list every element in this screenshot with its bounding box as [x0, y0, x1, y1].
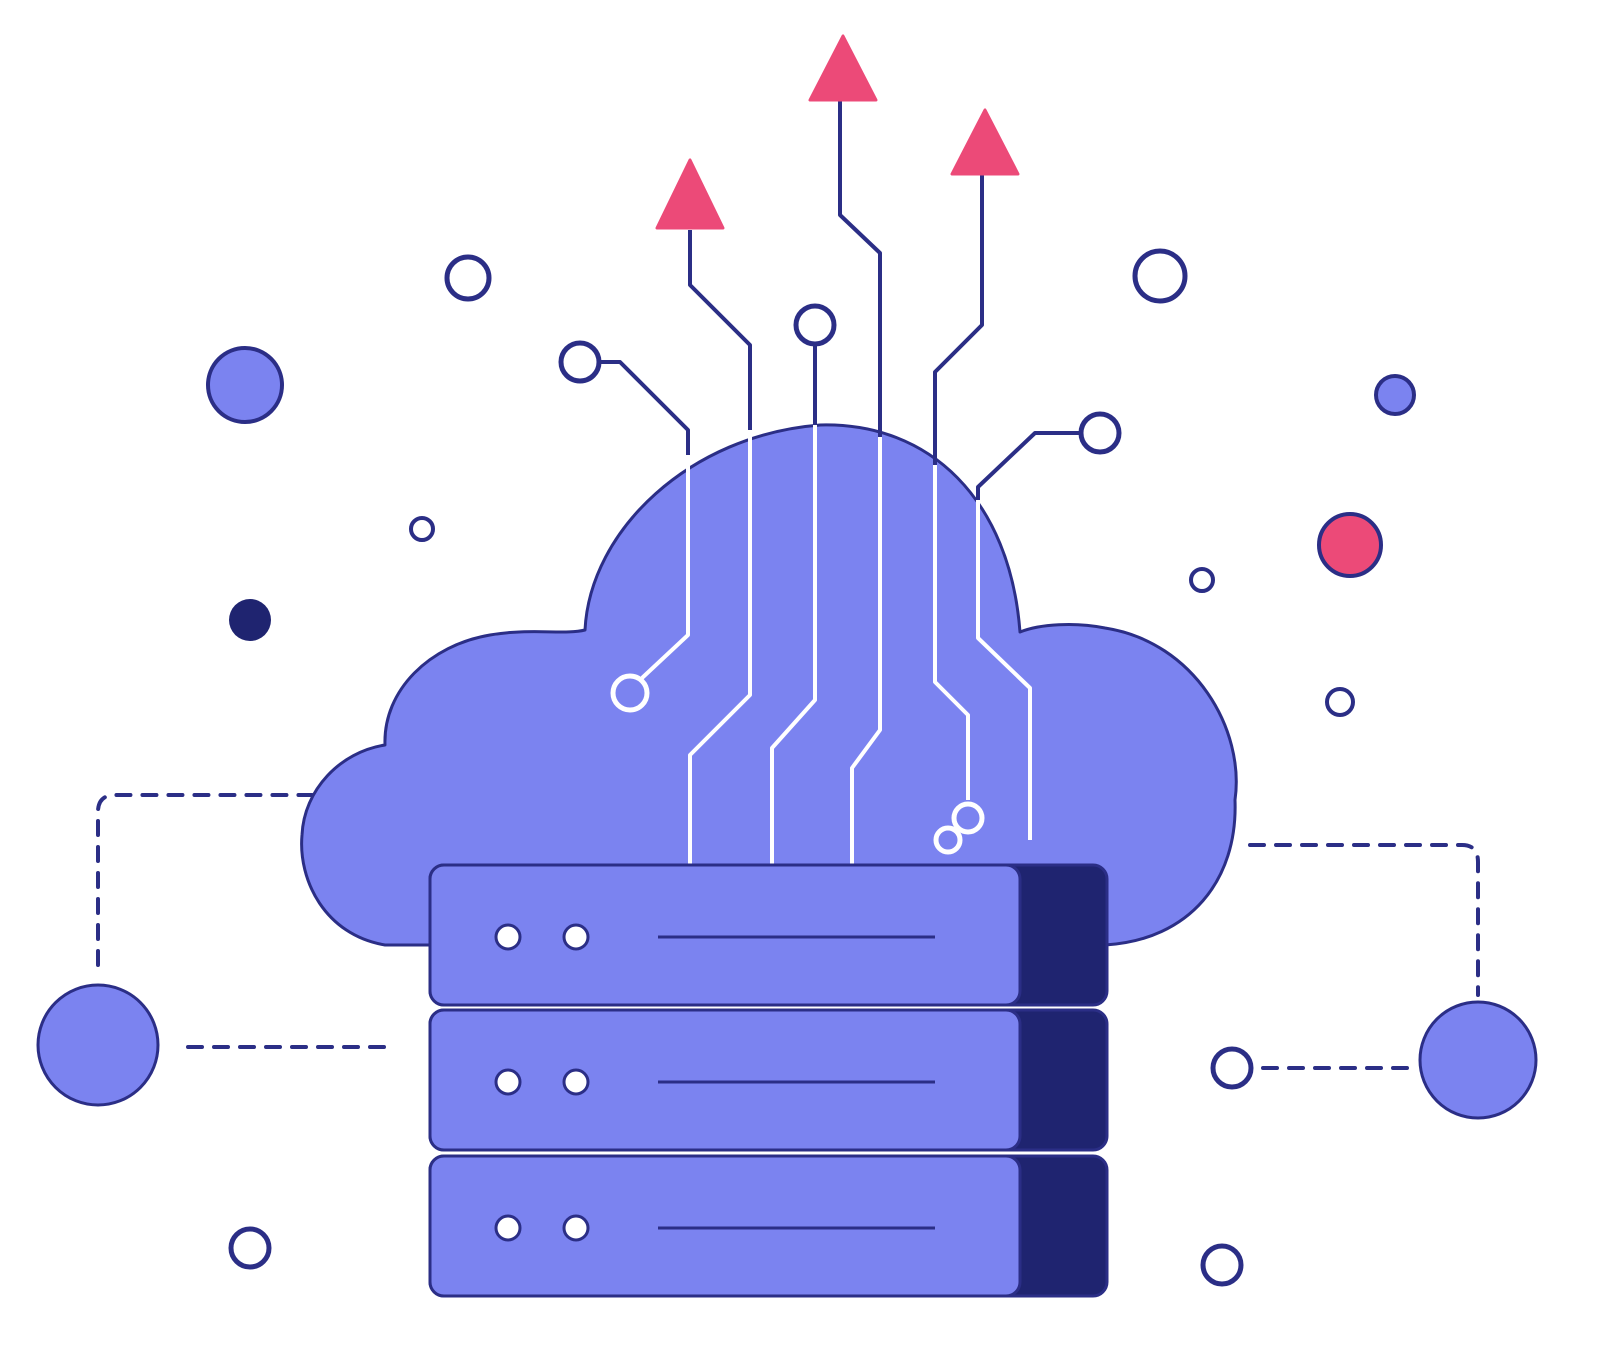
dot-outline-icon: [409, 516, 435, 542]
cloud-icon: [300, 423, 1238, 947]
dot-filled-icon: [1374, 374, 1416, 416]
right-small-node-icon: [1210, 1046, 1254, 1090]
status-light-icon: [562, 1214, 590, 1242]
dot-outline-icon: [444, 254, 492, 302]
left-dashed-connector: [96, 793, 397, 1049]
dot-outline-icon: [228, 1226, 272, 1270]
dot-pink-icon: [1317, 512, 1383, 578]
circuit-lines-inner: [640, 425, 1032, 865]
server-rack-icon: [428, 863, 1109, 1298]
dot-navy-icon: [229, 599, 271, 641]
status-light-icon: [494, 923, 522, 951]
status-light-icon: [562, 923, 590, 951]
right-dashed-connector: [1248, 843, 1480, 1070]
circuit-lines-outer: [600, 100, 1080, 500]
upload-arrow-icon: [950, 108, 1020, 176]
upload-arrow-icon: [808, 34, 878, 102]
server-unit: [428, 1154, 1109, 1298]
decorative-dots: [206, 248, 1416, 1287]
upload-arrow-icon: [655, 158, 725, 230]
status-light-icon: [562, 1068, 590, 1096]
server-unit: [428, 1008, 1109, 1152]
circuit-terminal-icon: [558, 340, 602, 384]
right-network-node-icon: [1418, 1000, 1538, 1120]
server-unit: [428, 863, 1109, 1007]
circuit-terminal-icon: [1078, 411, 1122, 455]
status-light-icon: [494, 1214, 522, 1242]
dot-outline-icon: [1200, 1243, 1244, 1287]
circuit-terminal-inner-icon: [951, 801, 985, 835]
dot-outline-icon: [1189, 567, 1215, 593]
circuit-terminal-icon: [793, 303, 837, 347]
dot-outline-icon: [1132, 248, 1188, 304]
upload-arrows: [655, 34, 1020, 230]
status-light-icon: [494, 1068, 522, 1096]
circuit-terminals: [558, 303, 1122, 455]
circuit-terminal-inner-icon: [933, 825, 963, 855]
left-network-node-icon: [36, 983, 160, 1107]
dot-filled-icon: [206, 346, 284, 424]
circuit-terminal-inner-icon: [610, 673, 650, 713]
dot-outline-icon: [1325, 687, 1355, 717]
